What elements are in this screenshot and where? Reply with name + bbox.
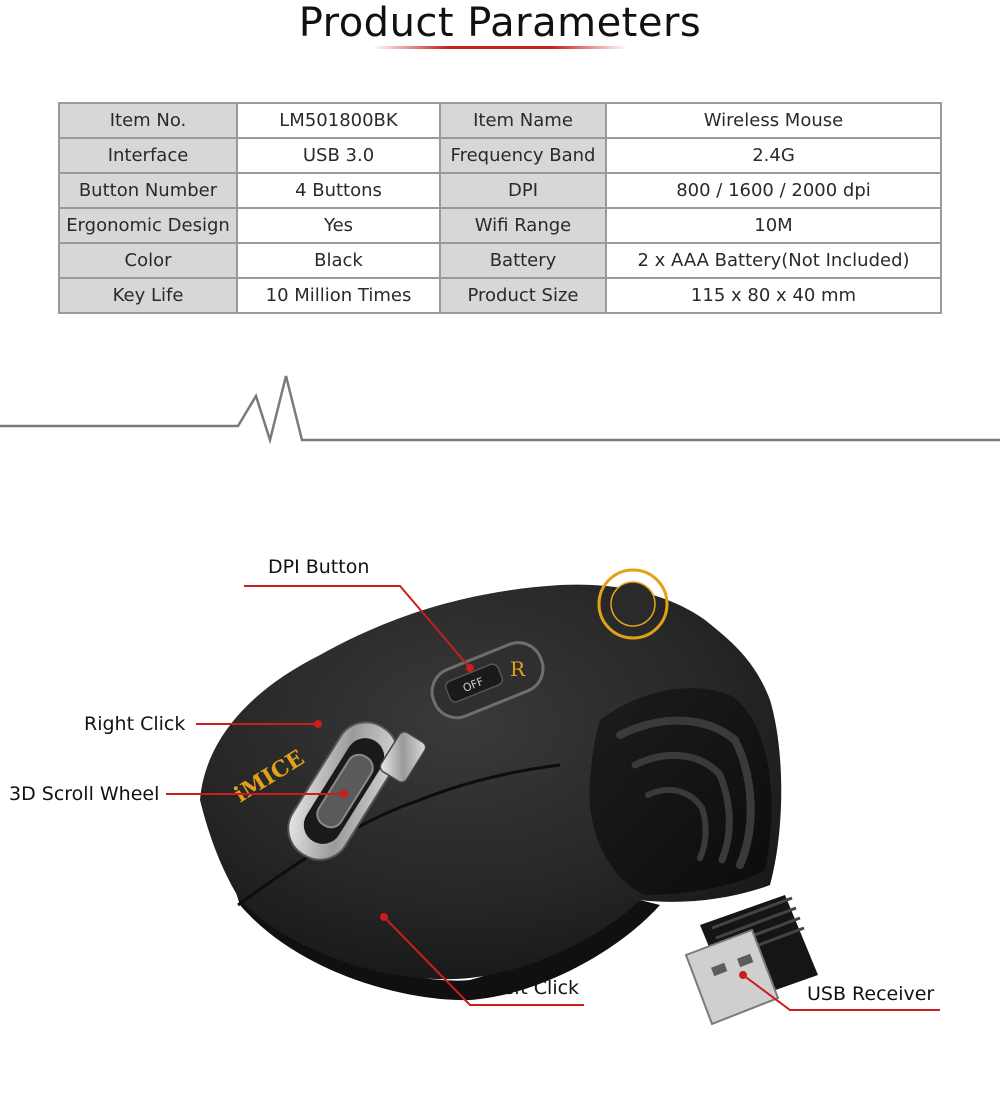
parameters-table: Item No. LM501800BK Item Name Wireless M… xyxy=(58,102,942,314)
callout-right-click: Right Click xyxy=(84,713,186,735)
grip-ridge xyxy=(645,786,709,861)
heartbeat-divider xyxy=(0,375,1000,445)
callout-dots xyxy=(314,664,747,979)
param-value: 2 x AAA Battery(Not Included) xyxy=(605,242,942,279)
param-label: Ergonomic Design xyxy=(58,207,238,244)
callout-scroll-wheel: 3D Scroll Wheel xyxy=(9,783,160,805)
param-label: Interface xyxy=(58,137,238,174)
mouse-base xyxy=(232,880,660,1001)
callout-dpi-button: DPI Button xyxy=(268,556,370,578)
brand-mark-icon: R xyxy=(510,657,526,681)
callout-leaders xyxy=(166,585,940,1011)
table-row: Interface USB 3.0 Frequency Band 2.4G xyxy=(58,137,942,174)
table-row: Key Life 10 Million Times Product Size 1… xyxy=(58,277,942,314)
title-underline xyxy=(372,46,628,49)
param-value: 2.4G xyxy=(605,137,942,174)
param-value: USB 3.0 xyxy=(236,137,441,174)
param-value: 4 Buttons xyxy=(236,172,441,209)
param-value: 10M xyxy=(605,207,942,244)
param-label: DPI xyxy=(439,172,607,209)
param-label: Item No. xyxy=(58,102,238,139)
usb-receiver-plug xyxy=(684,928,780,1026)
param-value: Yes xyxy=(236,207,441,244)
dpi-switch xyxy=(444,663,504,703)
callout-left-click: Left Click xyxy=(492,977,580,999)
usb-receiver-pin xyxy=(711,962,728,977)
param-value: 115 x 80 x 40 mm xyxy=(605,277,942,314)
param-label: Button Number xyxy=(58,172,238,209)
usb-receiver-pin xyxy=(737,953,754,968)
brand-badge-icon xyxy=(597,568,669,640)
param-value: Black xyxy=(236,242,441,279)
param-value: LM501800BK xyxy=(236,102,441,139)
param-label: Wifi Range xyxy=(439,207,607,244)
param-value: Wireless Mouse xyxy=(605,102,942,139)
brand-badge-inner xyxy=(610,581,656,627)
param-label: Battery xyxy=(439,242,607,279)
grip-ridge xyxy=(631,751,733,864)
param-value: 800 / 1600 / 2000 dpi xyxy=(605,172,942,209)
callout-usb-receiver: USB Receiver xyxy=(807,983,935,1005)
param-label: Frequency Band xyxy=(439,137,607,174)
usb-receiver-ridges xyxy=(711,896,805,960)
page-title: Product Parameters xyxy=(298,0,702,46)
table-row: Ergonomic Design Yes Wifi Range 10M xyxy=(58,207,942,244)
param-label: Item Name xyxy=(439,102,607,139)
table-row: Item No. LM501800BK Item Name Wireless M… xyxy=(58,102,942,139)
table-row: Color Black Battery 2 x AAA Battery(Not … xyxy=(58,242,942,279)
button-split-line xyxy=(237,763,561,907)
dpi-button-key xyxy=(379,731,427,783)
grip-ridge xyxy=(616,716,755,869)
param-label: Key Life xyxy=(58,277,238,314)
param-label: Color xyxy=(58,242,238,279)
param-label: Product Size xyxy=(439,277,607,314)
param-value: 10 Million Times xyxy=(236,277,441,314)
table-row: Button Number 4 Buttons DPI 800 / 1600 /… xyxy=(58,172,942,209)
